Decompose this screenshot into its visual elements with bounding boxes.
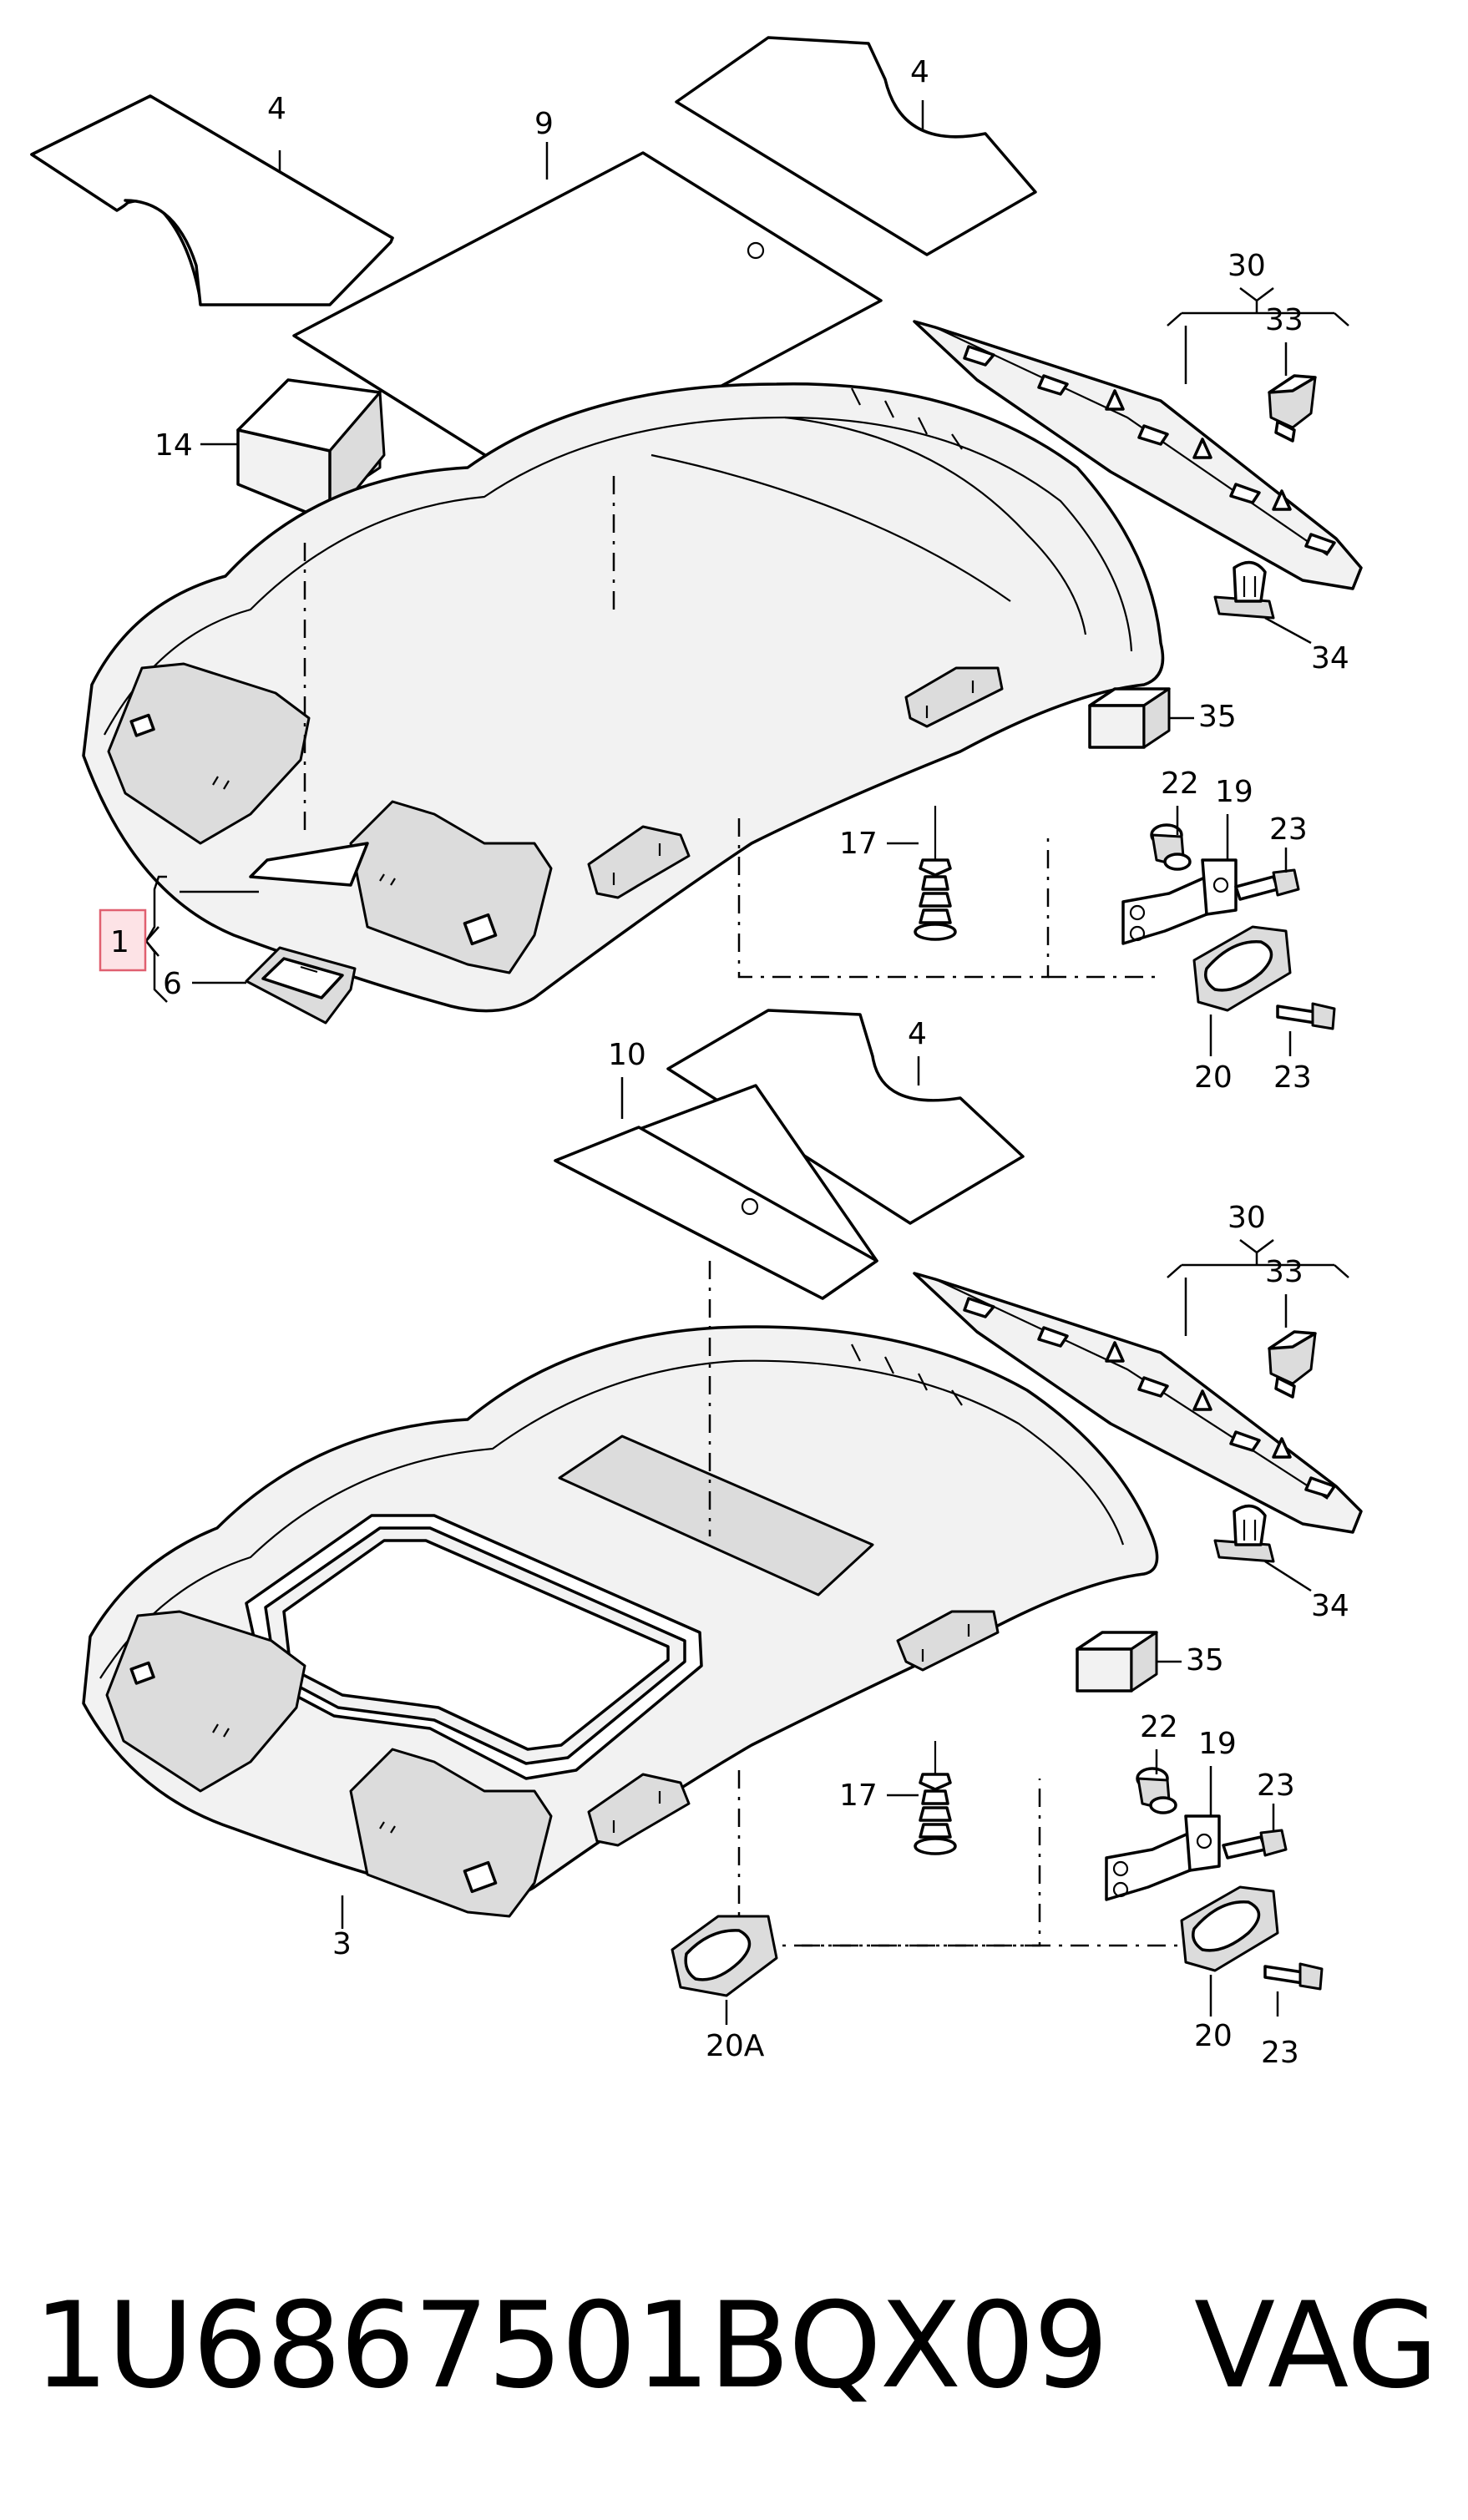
callout-1-highlight (99, 908, 147, 972)
screw-23-upper-a (1234, 868, 1300, 901)
callout-10: 10 (608, 1038, 646, 1072)
clip-34-lower (1213, 1504, 1275, 1563)
clip-34-upper (1213, 560, 1275, 620)
part-number: 1U6867501BQX09 (33, 2277, 1109, 2415)
callout-23: 23 (1257, 1769, 1295, 1803)
callout-17: 17 (839, 1779, 878, 1813)
headliner-lower (82, 1325, 1159, 1918)
callout-35: 35 (1186, 1643, 1224, 1677)
interior-lamp-6 (245, 946, 357, 1025)
callout-19: 19 (1198, 1727, 1237, 1761)
insulation-pad-upper-right (675, 36, 1037, 256)
roof-rail-30-upper (913, 320, 1363, 590)
bezel-20-upper (1192, 925, 1292, 1012)
callout-34: 34 (1311, 641, 1349, 676)
screw-23-lower-a (1222, 1829, 1288, 1860)
callout-20A: 20A (706, 2029, 765, 2063)
sleeve-22-upper (1150, 823, 1192, 871)
callout-23: 23 (1269, 812, 1308, 847)
callout-4: 4 (910, 55, 929, 89)
bezel-20-lower (1180, 1885, 1279, 1972)
clip-17-upper (914, 806, 957, 941)
footer-caption: 1U6867501BQX09 VAG (0, 2263, 1468, 2430)
clip-33-lower (1268, 1330, 1317, 1399)
clip-17-lower (914, 1741, 957, 1855)
bracket-19-upper (1121, 858, 1238, 945)
headliner-upper (82, 382, 1165, 1013)
callout-14: 14 (154, 428, 193, 463)
roof-rail-30-lower (913, 1272, 1363, 1534)
callout-9: 9 (534, 107, 554, 141)
brand-name: VAG (1194, 2277, 1439, 2415)
callout-34: 34 (1311, 1589, 1349, 1623)
callout-4: 4 (908, 1017, 927, 1051)
clip-33-upper (1268, 374, 1317, 443)
bracket-19-lower (1105, 1814, 1221, 1901)
callout-33: 33 (1265, 303, 1303, 337)
callout-6: 6 (163, 967, 182, 1001)
callout-33: 33 (1265, 1255, 1303, 1289)
callout-22: 22 (1161, 767, 1199, 801)
callout-35: 35 (1198, 700, 1237, 734)
sleeve-22-lower (1136, 1767, 1177, 1814)
callout-23: 23 (1273, 1060, 1312, 1095)
callout-17: 17 (839, 827, 878, 861)
block-35-upper (1088, 687, 1171, 749)
callout-23: 23 (1261, 2036, 1299, 2070)
screw-23-lower-b (1263, 1962, 1324, 1991)
callout-22: 22 (1140, 1710, 1178, 1744)
screw-23-upper-b (1276, 1002, 1336, 1030)
callout-4: 4 (267, 92, 286, 126)
bezel-20A (671, 1915, 778, 1997)
insulation-pad-lower (666, 1009, 1025, 1225)
callout-3: 3 (332, 1927, 352, 1961)
foam-block-14 (236, 378, 386, 524)
callout-30: 30 (1228, 1201, 1266, 1235)
roof-panel-9 (292, 151, 883, 488)
callout-20: 20 (1194, 2019, 1233, 2053)
block-35-lower (1076, 1631, 1158, 1693)
callout-1: 1 (110, 925, 129, 959)
callout-30: 30 (1228, 249, 1266, 283)
callout-19: 19 (1215, 775, 1253, 809)
callout-20: 20 (1194, 1060, 1233, 1095)
